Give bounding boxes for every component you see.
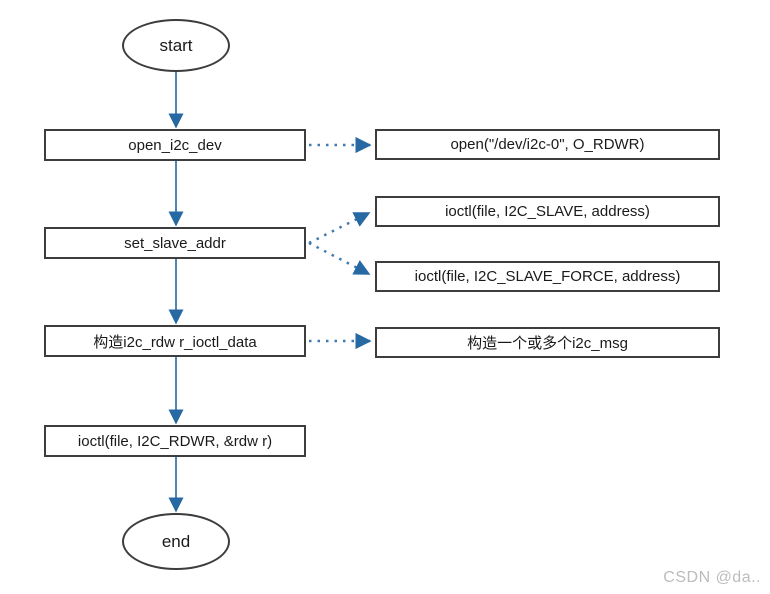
node-ioctl-slave: ioctl(file, I2C_SLAVE, address) <box>375 196 720 227</box>
node-ioctl-slave-force-label: ioctl(file, I2C_SLAVE_FORCE, address) <box>414 268 681 285</box>
node-start-label: start <box>159 35 193 55</box>
node-build-rdwr-ioctl-data: 构造i2c_rdw r_ioctl_data <box>44 325 306 357</box>
node-open-i2c-dev-label: open_i2c_dev <box>128 136 222 154</box>
node-ioctl-slave-force: ioctl(file, I2C_SLAVE_FORCE, address) <box>375 261 720 292</box>
node-ioctl-rdwr: ioctl(file, I2C_RDWR, &rdw r) <box>44 425 306 457</box>
node-set-slave-addr: set_slave_addr <box>44 227 306 259</box>
watermark: CSDN @da.. <box>663 569 761 586</box>
node-build-i2c-msgs: 构造一个或多个i2c_msg <box>375 327 720 358</box>
node-end-label: end <box>161 531 191 551</box>
node-build-rdwr-ioctl-data-label: 构造i2c_rdw r_ioctl_data <box>93 333 257 351</box>
node-open-call-label: open("/dev/i2c-0", O_RDWR) <box>450 136 645 153</box>
dotted-arrow-set-slave-addr-to-ioctl-slave <box>308 211 371 245</box>
node-start: start <box>122 19 230 72</box>
node-open-call: open("/dev/i2c-0", O_RDWR) <box>375 129 720 160</box>
node-build-i2c-msgs-label: 构造一个或多个i2c_msg <box>467 335 628 352</box>
node-set-slave-addr-label: set_slave_addr <box>124 234 226 252</box>
node-open-i2c-dev: open_i2c_dev <box>44 129 306 161</box>
dotted-arrow-set-slave-addr-to-ioctl-slave-force <box>308 241 371 276</box>
node-ioctl-rdwr-label: ioctl(file, I2C_RDWR, &rdw r) <box>77 432 273 450</box>
node-ioctl-slave-label: ioctl(file, I2C_SLAVE, address) <box>445 203 650 220</box>
node-end: end <box>122 513 230 570</box>
